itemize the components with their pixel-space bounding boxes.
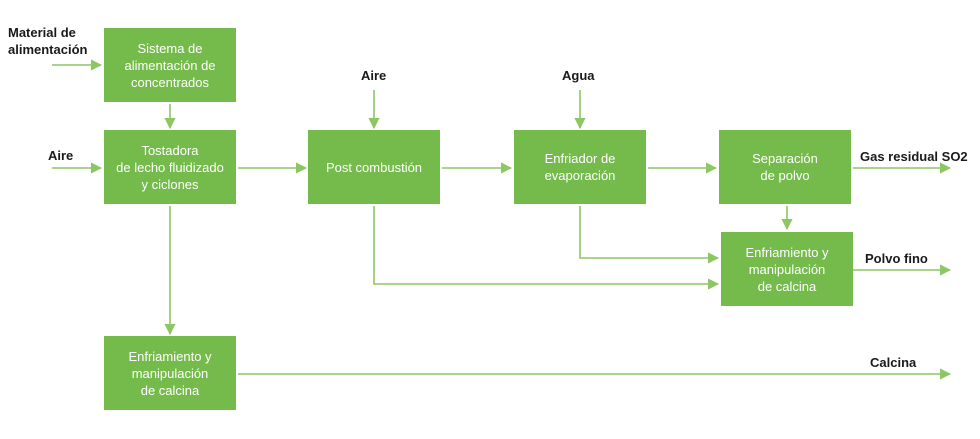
evap-cooler-box: Enfriador de evaporación <box>514 130 646 204</box>
residual-gas-label: Gas residual SO2 <box>860 149 968 164</box>
feed-system-box: Sistema de alimentación de concentrados <box>104 28 236 102</box>
air-post-combustion-label: Aire <box>361 68 387 83</box>
air-roaster-label: Aire <box>48 148 74 163</box>
feed-material-label: Material de alimentación <box>8 25 88 57</box>
dust-separation-box: Separación de polvo <box>719 130 851 204</box>
calcine-handling-right-box: Enfriamiento y manipulación de calcina <box>721 232 853 306</box>
arrow-evap-cooler-to-calcine-right <box>579 206 720 264</box>
fine-dust-label: Polvo fino <box>865 251 928 266</box>
post-combustion-box: Post combustión <box>308 130 440 204</box>
calcine-handling-bottom-box: Enfriamiento y manipulación de calcina <box>104 336 236 410</box>
calcine-label: Calcina <box>870 355 917 370</box>
arrow-post-combustion-to-calcine-right <box>373 206 720 290</box>
water-label: Agua <box>562 68 595 83</box>
roaster-box: Tostadora de lecho fluidizado y ciclones <box>104 130 236 204</box>
